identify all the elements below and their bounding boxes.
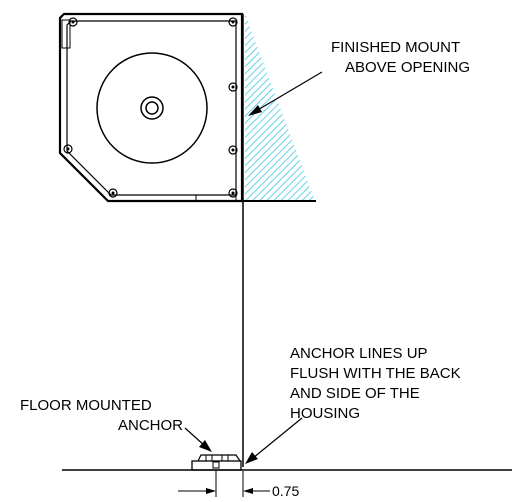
hub-outer [140,96,164,120]
label-anchor-lines-line2: FLUSH WITH THE BACK [290,365,461,382]
hub-inner [145,101,159,115]
leader-floor-anchor [184,427,206,447]
leader-finished-mount [255,71,323,112]
dimension-075 [178,471,270,497]
leader-anchor-lines [252,417,303,459]
label-finished-mount-line1: FINISHED MOUNT [331,39,460,56]
floor-anchor [191,454,242,471]
label-anchor-lines-line3: AND SIDE OF THE [290,385,420,402]
label-floor-anchor-line1: FLOOR MOUNTED [20,397,152,414]
wall-hatch [245,14,315,201]
label-finished-mount-line2: ABOVE OPENING [345,59,470,76]
label-floor-anchor-line2: ANCHOR [118,417,183,434]
label-anchor-lines-line1: ANCHOR LINES UP [290,345,428,362]
housing-unit [58,12,244,203]
corner-bolt [228,188,238,198]
drum-circle [96,52,208,164]
corner-bolt [228,17,238,27]
label-anchor-lines-line4: HOUSING [290,405,360,422]
corner-bolt [228,145,238,155]
corner-bolt [228,82,238,92]
corner-bolt [68,17,78,27]
corner-bolt [63,144,73,154]
dimension-value: 0.75 [272,483,299,499]
corner-bolt [108,188,118,198]
